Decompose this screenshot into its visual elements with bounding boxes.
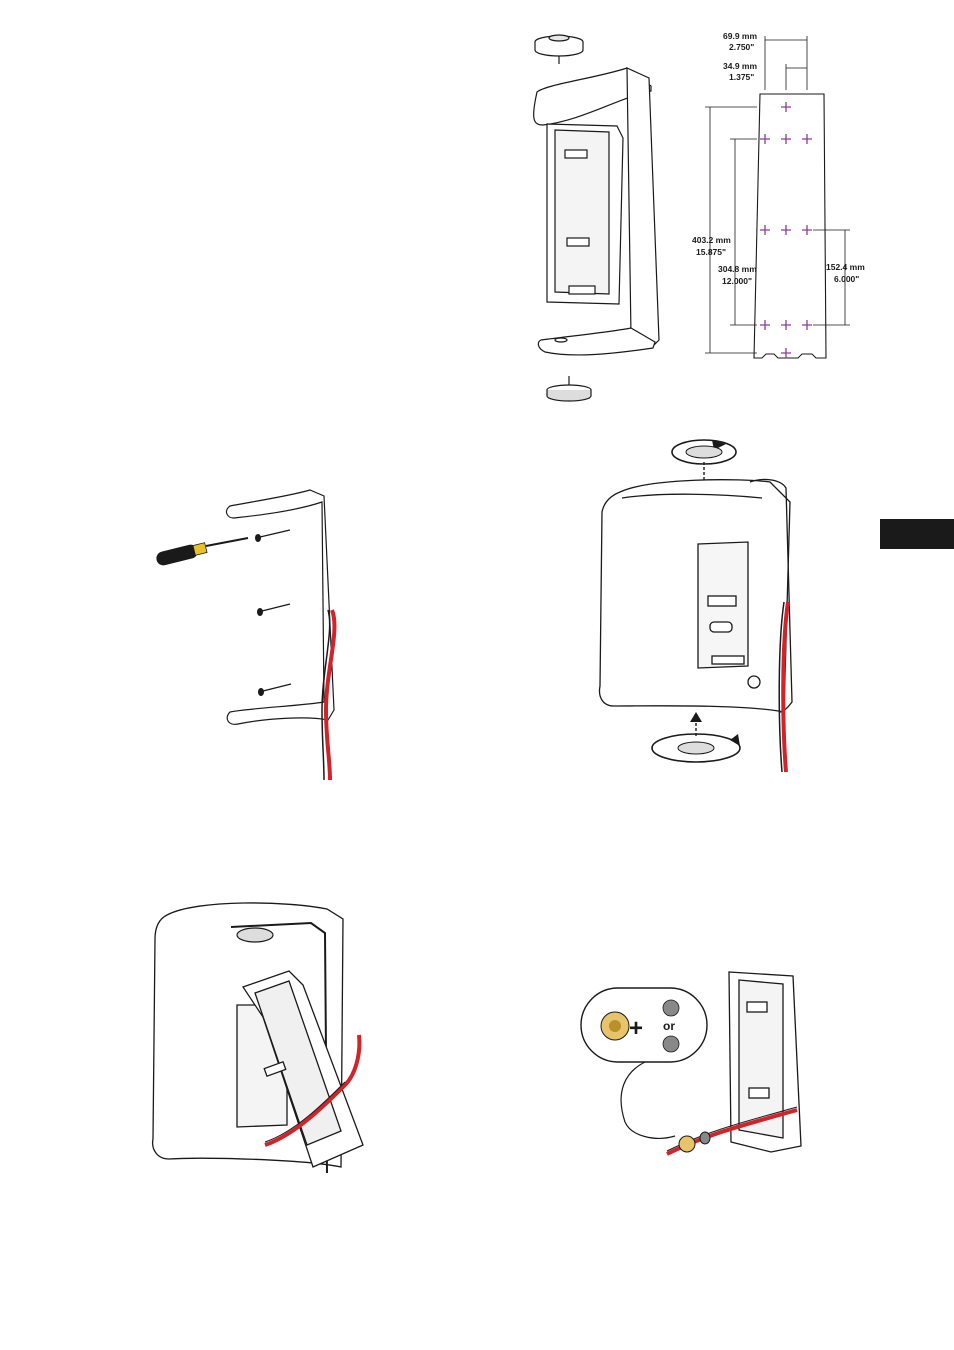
- speaker-attach-figure: [600, 432, 810, 777]
- dim-height-small-in: 6.000": [834, 274, 859, 284]
- dim-height-total-in: 15.875": [696, 247, 726, 257]
- wall-mount-figure: [150, 480, 360, 785]
- bottom-knob-icon: [547, 376, 591, 401]
- dim-width-outer-in: 2.750": [729, 42, 754, 52]
- brass-knob-icon: [601, 1012, 629, 1040]
- dim-height-total: 403.2 mm: [692, 235, 731, 245]
- bracket-exploded-figure: [525, 28, 675, 413]
- dim-height-small: 152.4 mm: [826, 262, 865, 272]
- or-label: or: [663, 1019, 675, 1033]
- grommet-icon: [663, 1000, 679, 1016]
- wire-grommet-figure: + or: [575, 968, 815, 1163]
- section-tab: [880, 519, 954, 549]
- dimension-diagram-icon: 69.9 mm 2.750" 34.9 mm 1.375" 403.2 mm 1…: [685, 28, 870, 368]
- dim-width-inner: 34.9 mm: [723, 61, 757, 71]
- screwdriver-icon: [155, 538, 248, 567]
- bracket-exploded-icon: [525, 28, 675, 413]
- speaker-tilt-icon: [145, 895, 370, 1180]
- plus-sign: +: [629, 1015, 643, 1042]
- dim-height-mid-in: 12.000": [722, 276, 752, 286]
- dim-width-inner-in: 1.375": [729, 72, 754, 82]
- mounting-dimensions-figure: 69.9 mm 2.750" 34.9 mm 1.375" 403.2 mm 1…: [685, 28, 870, 368]
- dim-height-mid: 304.8 mm: [718, 264, 757, 274]
- dim-width-outer: 69.9 mm: [723, 31, 757, 41]
- grommet-alt-icon: [663, 1036, 679, 1052]
- top-knob-icon: [535, 35, 583, 64]
- bottom-knob-arrow-icon: [652, 712, 740, 762]
- speaker-tilt-figure: [145, 895, 370, 1180]
